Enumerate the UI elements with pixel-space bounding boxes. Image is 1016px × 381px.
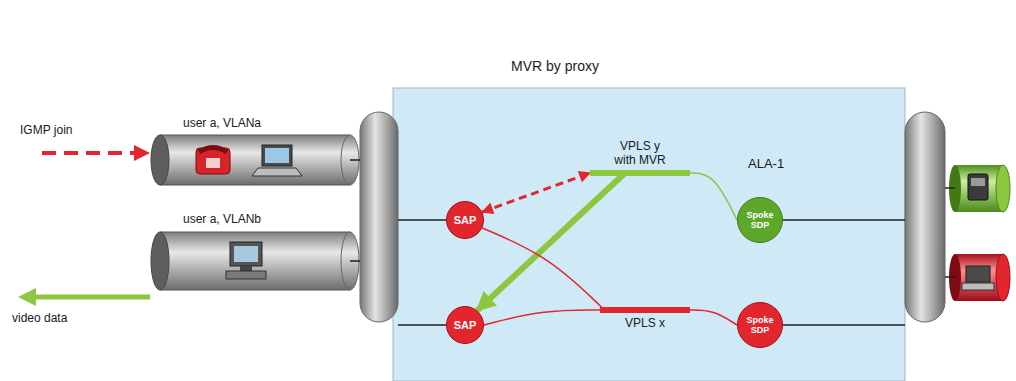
vpls-bar: VPLS x xyxy=(600,307,690,330)
user-tube-a xyxy=(151,135,359,185)
laptop-lid xyxy=(262,145,292,166)
igmp-arrow-head xyxy=(134,145,150,161)
tube-end xyxy=(151,232,169,290)
user-tube: user a, VLANa xyxy=(155,116,355,188)
link-connector xyxy=(482,228,604,310)
router-ground xyxy=(393,88,905,381)
server-tube-red xyxy=(949,254,1010,301)
laptop-keyboard xyxy=(962,283,994,290)
spoke-sdp-circle: Spoke SDP xyxy=(737,197,783,243)
node-label: VPLS y with MVR xyxy=(611,139,669,167)
monitor-icon xyxy=(230,242,262,266)
link-connector xyxy=(690,173,737,220)
title-holder: MVR by proxy xyxy=(455,58,655,74)
node-label: ALA-1 xyxy=(748,156,784,171)
user-tube: user a, VLANb xyxy=(155,212,355,294)
signal-label: video data xyxy=(12,311,67,325)
tube-edge xyxy=(160,135,350,185)
igmp-arrow-line xyxy=(42,151,136,155)
phone-handset xyxy=(199,148,227,153)
video-arrow xyxy=(18,288,150,306)
igmp-arrow xyxy=(42,145,150,161)
label-holder: video data xyxy=(12,308,67,326)
node-label: user a, VLANb xyxy=(155,212,355,226)
server-panel xyxy=(971,178,985,186)
signal-label: IGMP join xyxy=(20,123,72,137)
node-label: SAP xyxy=(454,214,477,226)
link-connector xyxy=(690,310,737,325)
monitor-stand xyxy=(240,266,252,271)
sap-circle: SAP xyxy=(446,201,484,239)
wire xyxy=(350,160,955,325)
access-device xyxy=(360,112,398,322)
server-icon xyxy=(968,174,988,200)
laptop-screen xyxy=(265,148,289,163)
diagram-title: MVR by proxy xyxy=(455,58,655,74)
tube-end xyxy=(151,135,169,185)
spoke-sdp-circle: Spoke SDP xyxy=(737,302,783,348)
node-label: VPLS x xyxy=(600,316,690,330)
node-label: user a, VLANa xyxy=(155,116,355,130)
laptop-lid xyxy=(966,266,990,282)
video-arrow-line xyxy=(34,295,150,300)
video-arrow-head xyxy=(18,288,36,306)
link-connector xyxy=(482,173,590,212)
router-box: ALA-1SAP VPLS y with MVR Spoke SDP SAP Spoke… xyxy=(393,88,905,381)
laptop-keyboard xyxy=(252,168,302,176)
sap-circle: SAP xyxy=(446,306,484,344)
link-connector xyxy=(484,310,600,325)
monitor-base xyxy=(226,271,266,279)
label-holder: IGMP join xyxy=(20,120,72,138)
tube-cap xyxy=(996,165,1010,212)
node-label: Spoke SDP xyxy=(744,315,776,335)
node-label: Spoke SDP xyxy=(744,210,776,230)
tube-body xyxy=(160,135,350,185)
tube-cap xyxy=(996,254,1010,301)
user-tube-b xyxy=(151,232,359,290)
network-device xyxy=(905,112,945,322)
link-connector xyxy=(477,173,625,310)
phone-icon xyxy=(196,148,230,174)
tube-edge xyxy=(160,232,350,290)
vpls-bar: VPLS y with MVR xyxy=(590,139,690,176)
node-label: SAP xyxy=(454,319,477,331)
monitor-screen xyxy=(234,246,258,262)
tube-body xyxy=(160,232,350,290)
phone-keypad xyxy=(206,158,220,168)
server-tube-green xyxy=(949,165,1010,212)
